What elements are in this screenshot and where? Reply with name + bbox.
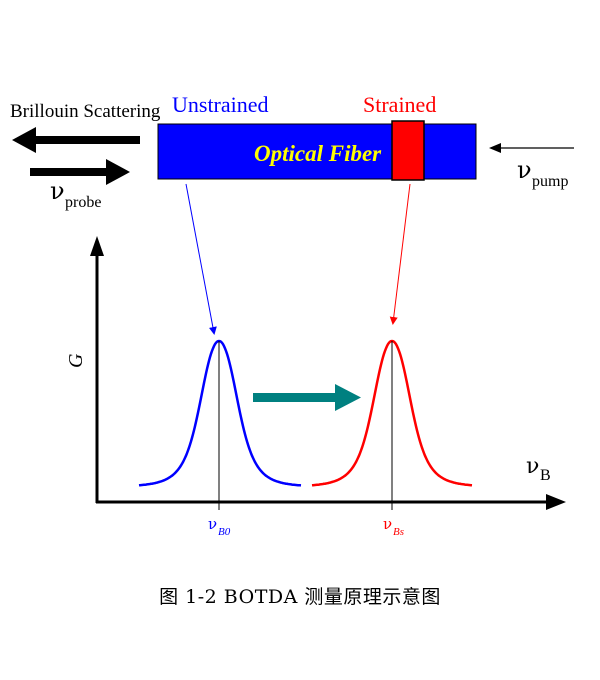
pump-subscript: pump — [532, 173, 568, 190]
frequency-shift-arrow — [253, 384, 361, 411]
probe-subscript: probe — [65, 194, 101, 211]
unstrained-label: Unstrained — [172, 92, 269, 117]
probe-arrow — [30, 159, 130, 185]
backscatter-arrow — [12, 127, 140, 153]
peak2-symbol: ν — [383, 515, 392, 533]
peak1-subscript: B0 — [218, 526, 231, 538]
strained-pointer-arrow — [389, 183, 411, 325]
probe-frequency-label: ν probe — [50, 177, 101, 211]
peak2-frequency-label: ν Bs — [383, 515, 404, 538]
x-axis — [96, 494, 566, 510]
brillouin-scattering-label: Brillouin Scattering — [10, 101, 161, 122]
x-axis-subscript: B — [540, 467, 551, 484]
peak1-frequency-label: ν B0 — [208, 515, 231, 538]
figure-caption: 图 1-2 BOTDA 测量原理示意图 — [159, 586, 441, 608]
optical-fiber-label: Optical Fiber — [254, 141, 382, 166]
pump-arrow — [489, 143, 574, 153]
probe-symbol: ν — [50, 177, 65, 205]
peak1-symbol: ν — [208, 515, 217, 533]
y-axis-label: G — [65, 353, 87, 368]
unstrained-gain-curve — [138, 339, 302, 487]
x-axis-symbol: ν — [526, 454, 539, 479]
x-axis-label: ν B — [526, 454, 551, 484]
strained-section — [391, 120, 425, 181]
peak2-subscript: Bs — [393, 526, 404, 538]
strained-label: Strained — [363, 92, 436, 117]
y-axis — [90, 236, 104, 503]
pump-frequency-label: ν pump — [517, 156, 568, 190]
unstrained-pointer-arrow — [185, 183, 217, 335]
pump-symbol: ν — [517, 156, 532, 184]
